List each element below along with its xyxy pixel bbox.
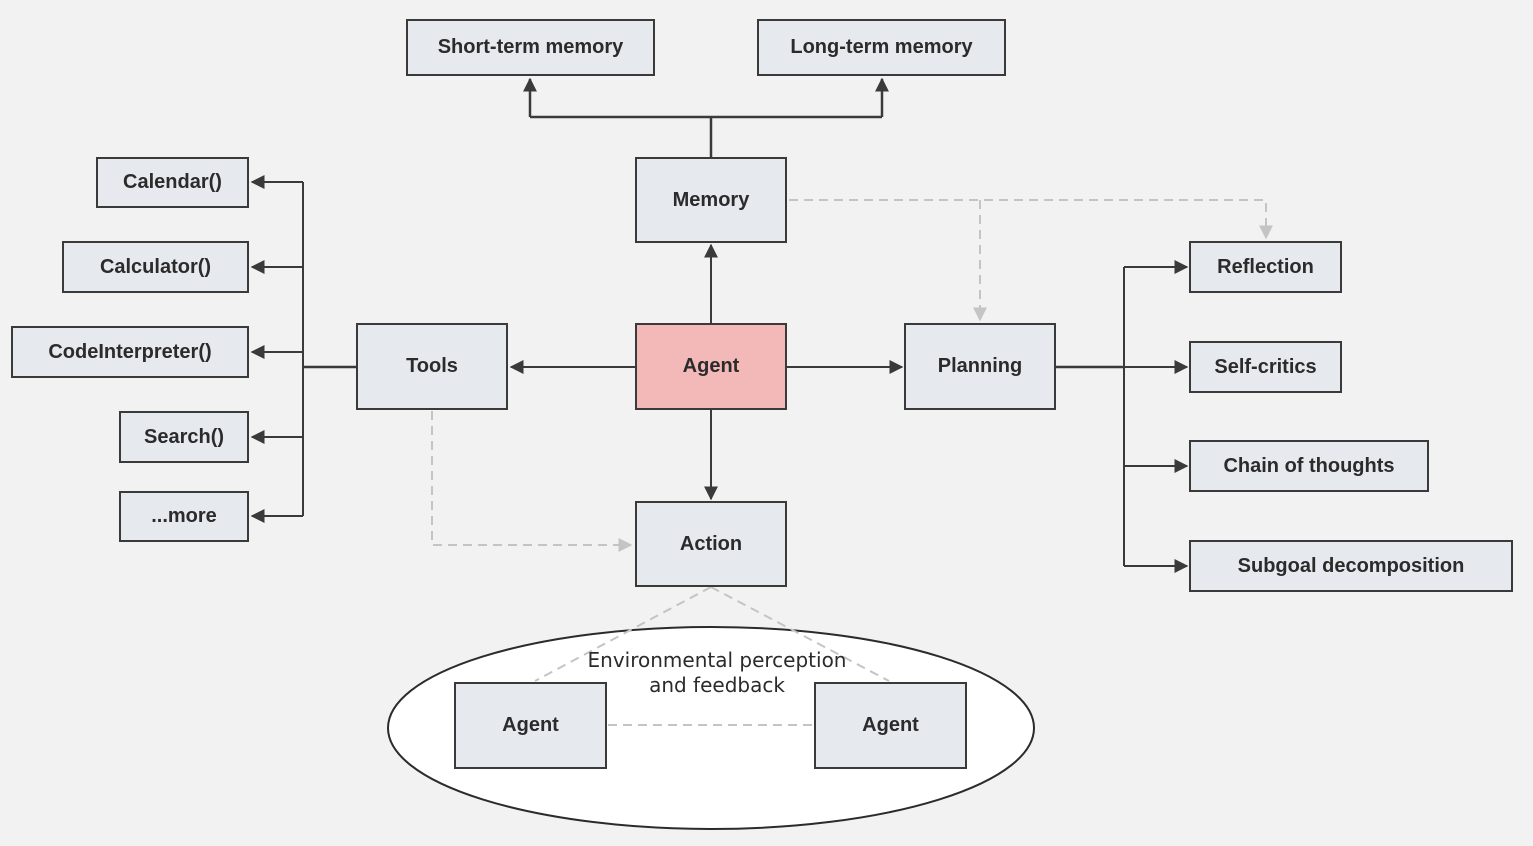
chain-of-thoughts-box[interactable]: Chain of thoughts: [1189, 440, 1429, 492]
environment-agent-left-box[interactable]: Agent: [454, 682, 607, 769]
agent-box[interactable]: Agent: [635, 323, 787, 410]
reflection-box[interactable]: Reflection: [1189, 241, 1342, 293]
code-interpreter-tool-box[interactable]: CodeInterpreter(): [11, 326, 249, 378]
memory-branch-connector: [523, 77, 889, 157]
environment-ellipse: [387, 626, 1035, 830]
more-tools-box[interactable]: ...more: [119, 491, 249, 542]
search-tool-box[interactable]: Search(): [119, 411, 249, 463]
self-critics-box[interactable]: Self-critics: [1189, 341, 1342, 393]
dashed-connectors: [431, 199, 1273, 726]
agent-connectors: [509, 243, 904, 501]
action-box[interactable]: Action: [635, 501, 787, 587]
tools-box[interactable]: Tools: [356, 323, 508, 410]
environment-label: Environmental perception and feedback: [567, 648, 867, 698]
environment-agent-right-box[interactable]: Agent: [814, 682, 967, 769]
planning-box[interactable]: Planning: [904, 323, 1056, 410]
memory-box[interactable]: Memory: [635, 157, 787, 243]
calendar-tool-box[interactable]: Calendar(): [96, 157, 249, 208]
environment-label-line2: and feedback: [649, 673, 785, 697]
calculator-tool-box[interactable]: Calculator(): [62, 241, 249, 293]
long-term-memory-box[interactable]: Long-term memory: [757, 19, 1006, 76]
planning-branch-connector: [1056, 260, 1189, 573]
short-term-memory-box[interactable]: Short-term memory: [406, 19, 655, 76]
environment-label-line1: Environmental perception: [587, 648, 847, 672]
tools-branch-connector: [250, 175, 356, 523]
subgoal-decomposition-box[interactable]: Subgoal decomposition: [1189, 540, 1513, 592]
